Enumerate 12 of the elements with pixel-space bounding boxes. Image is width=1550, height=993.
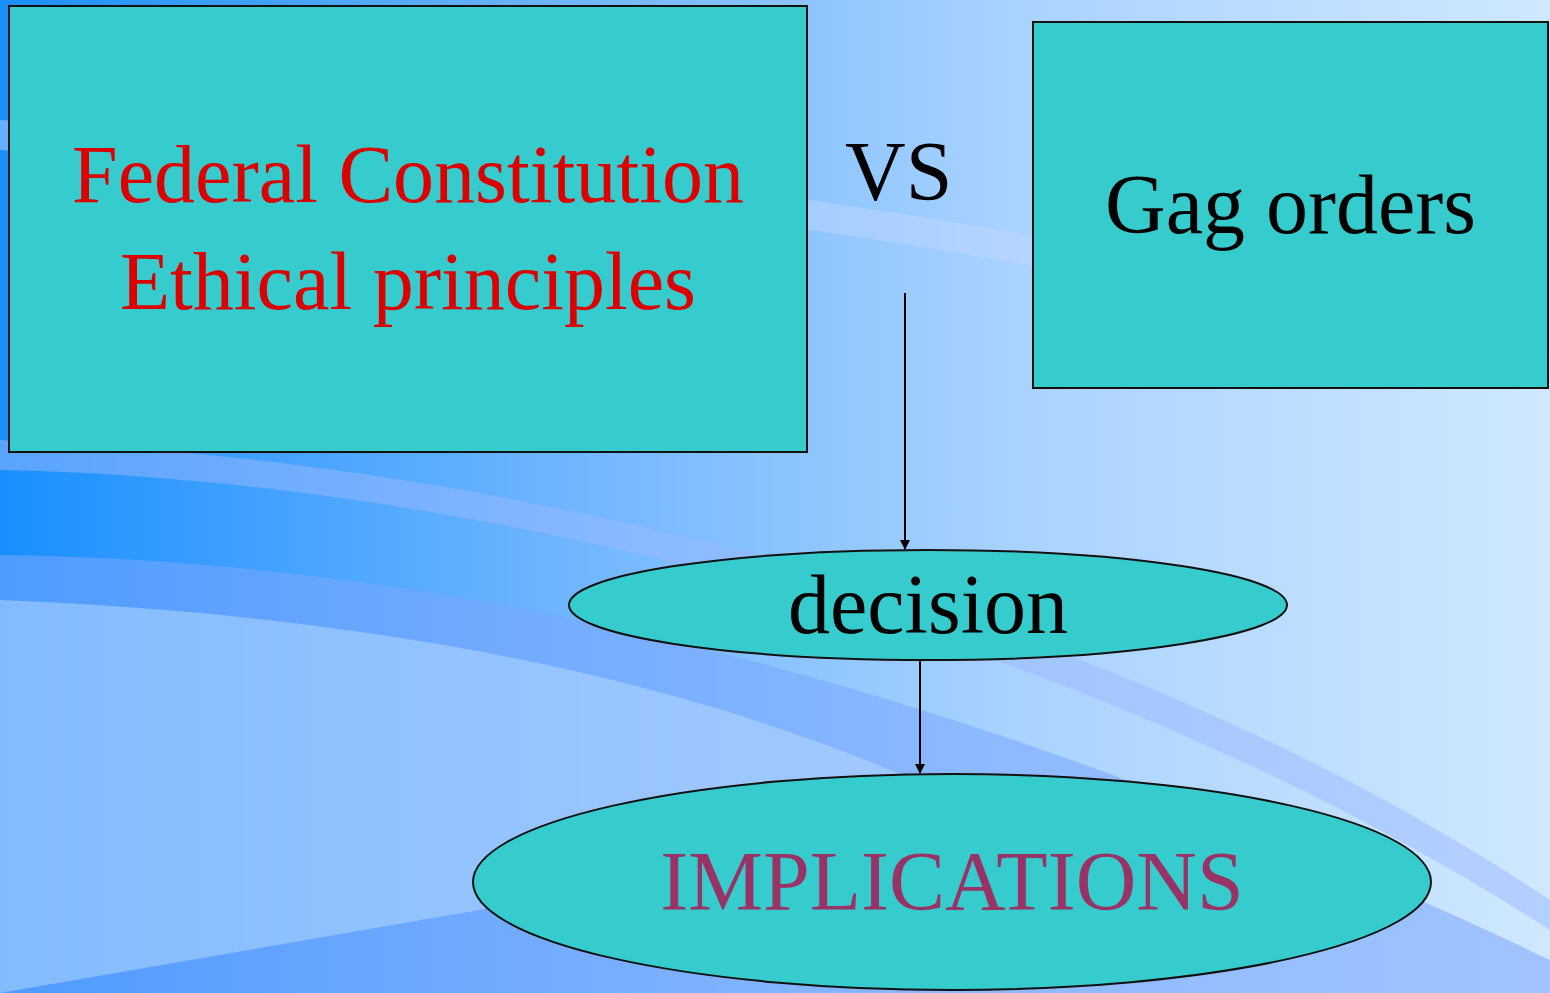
arrow — [915, 660, 925, 774]
ellipse-node — [472, 773, 1432, 991]
arrow — [900, 292, 910, 550]
node-text: Gag orders — [1105, 157, 1476, 254]
node-text: Federal Constitution — [72, 128, 744, 223]
versus-label: VS — [845, 130, 953, 214]
ellipse-node — [568, 549, 1288, 661]
process-box — [1032, 21, 1549, 389]
node-text: decision — [788, 557, 1068, 654]
node-text: Ethical principles — [119, 235, 697, 329]
process-box — [8, 5, 808, 453]
node-text: IMPLICATIONS — [660, 834, 1244, 931]
